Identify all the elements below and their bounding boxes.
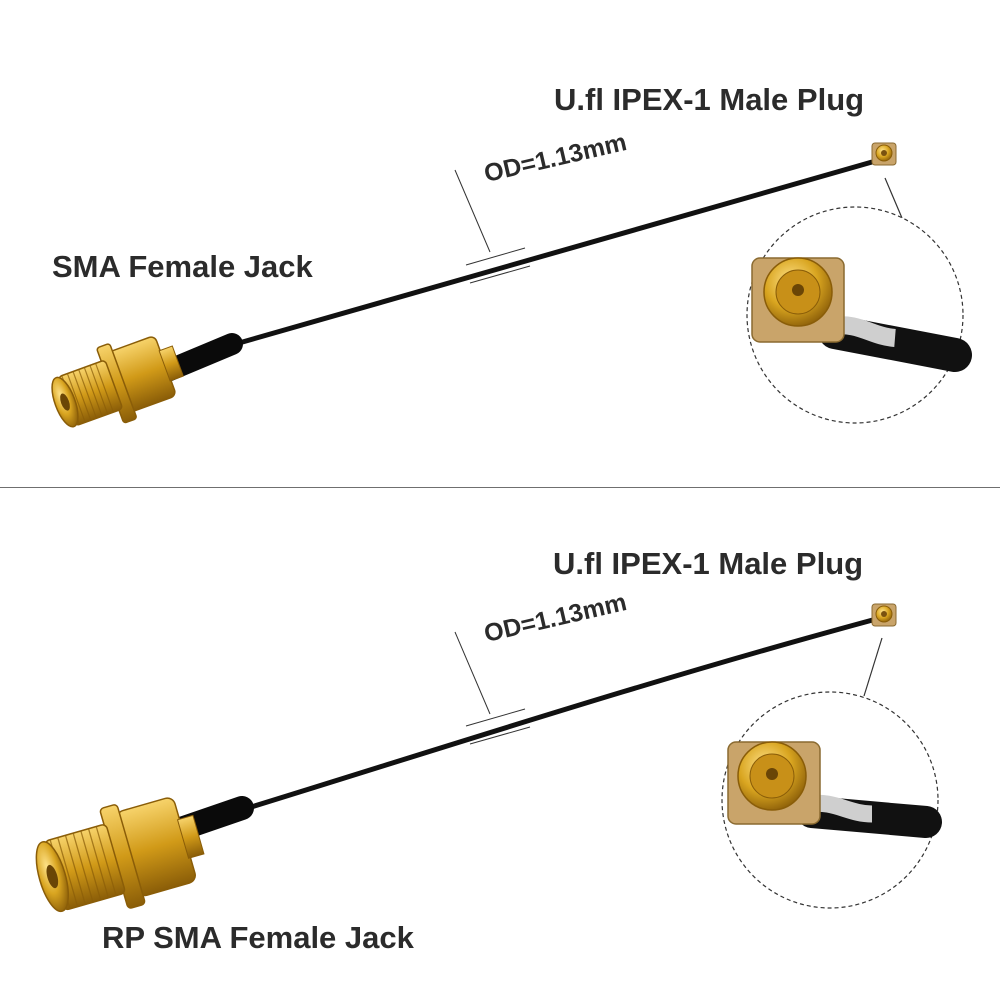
- zoom-circle-detail: [746, 206, 972, 424]
- panel-rp-sma-female: U.fl IPEX-1 Male Plug RP SMA Female Jack…: [0, 500, 1000, 980]
- zoom-circle-detail: [721, 691, 942, 909]
- sma-jack-label: SMA Female Jack: [52, 249, 313, 284]
- rp-sma-female-jack: [35, 797, 205, 913]
- callout-leader: [863, 637, 883, 697]
- coax-cable: [224, 159, 873, 350]
- panel-sma-female: U.fl IPEX-1 Male Plug SMA Female Jack OD…: [0, 0, 1000, 480]
- ufl-plug: [871, 603, 897, 627]
- od-dimension-lines: [454, 169, 531, 284]
- ufl-plug: [871, 142, 897, 166]
- ufl-plug-label: U.fl IPEX-1 Male Plug: [554, 82, 865, 117]
- ufl-plug-label: U.fl IPEX-1 Male Plug: [553, 546, 864, 581]
- rp-sma-jack-label: RP SMA Female Jack: [102, 920, 414, 955]
- od-dimension-lines: [454, 631, 531, 745]
- cable-illustration-bottom: [35, 603, 942, 913]
- coax-cable: [234, 615, 881, 815]
- sma-female-jack: [51, 336, 184, 428]
- section-divider: [0, 487, 1000, 488]
- cable-illustration-top: [51, 142, 972, 428]
- callout-leader: [884, 177, 903, 219]
